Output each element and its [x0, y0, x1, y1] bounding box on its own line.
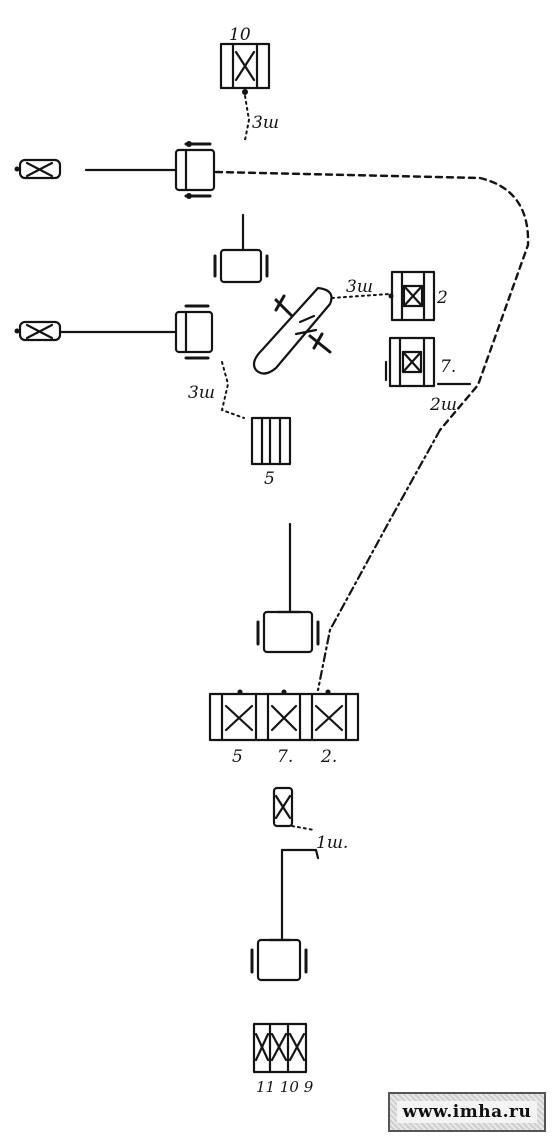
- tractor-bottom: [250, 848, 320, 982]
- row-label-2: 7.: [277, 747, 293, 767]
- left-vehicle-upper: [14, 158, 62, 180]
- truck-5: [250, 416, 292, 466]
- row-label-1: 5: [232, 747, 243, 767]
- tractor-lower: [174, 304, 214, 360]
- right-lower-link-label: 2ш: [429, 395, 457, 415]
- aircraft: [252, 286, 333, 375]
- small-vehicle: [272, 786, 294, 828]
- truck-10: [219, 42, 271, 95]
- truck-7: [384, 336, 472, 388]
- truck-7-number: 7.: [440, 357, 456, 377]
- watermark-logo: www.imha.ru: [388, 1092, 546, 1132]
- watermark-text: www.imha.ru: [396, 1101, 538, 1123]
- row-label-3: 2.: [320, 747, 337, 767]
- truck-10-number: 10: [229, 25, 251, 45]
- truck-2: [388, 270, 436, 322]
- top-link-label: 3ш: [252, 113, 279, 133]
- truck-row: [208, 689, 360, 742]
- truck-2-number: 2: [436, 288, 448, 308]
- left-vehicle-lower: [14, 320, 62, 342]
- truck-5-number: 5: [264, 469, 275, 489]
- dashed-route: [214, 170, 530, 432]
- tractor-mid: [213, 213, 269, 284]
- small-link-label: 1ш.: [316, 833, 348, 853]
- bottom-truck-numbers: 11 10 9: [256, 1078, 314, 1096]
- mid-left-link-label: 3ш: [188, 383, 215, 403]
- truck-group-bottom: [252, 1022, 308, 1074]
- tractor-upper: [174, 141, 216, 199]
- tractor-center: [256, 522, 320, 654]
- dash-dot-route: [316, 428, 442, 692]
- right-link-label: 3ш: [346, 277, 373, 297]
